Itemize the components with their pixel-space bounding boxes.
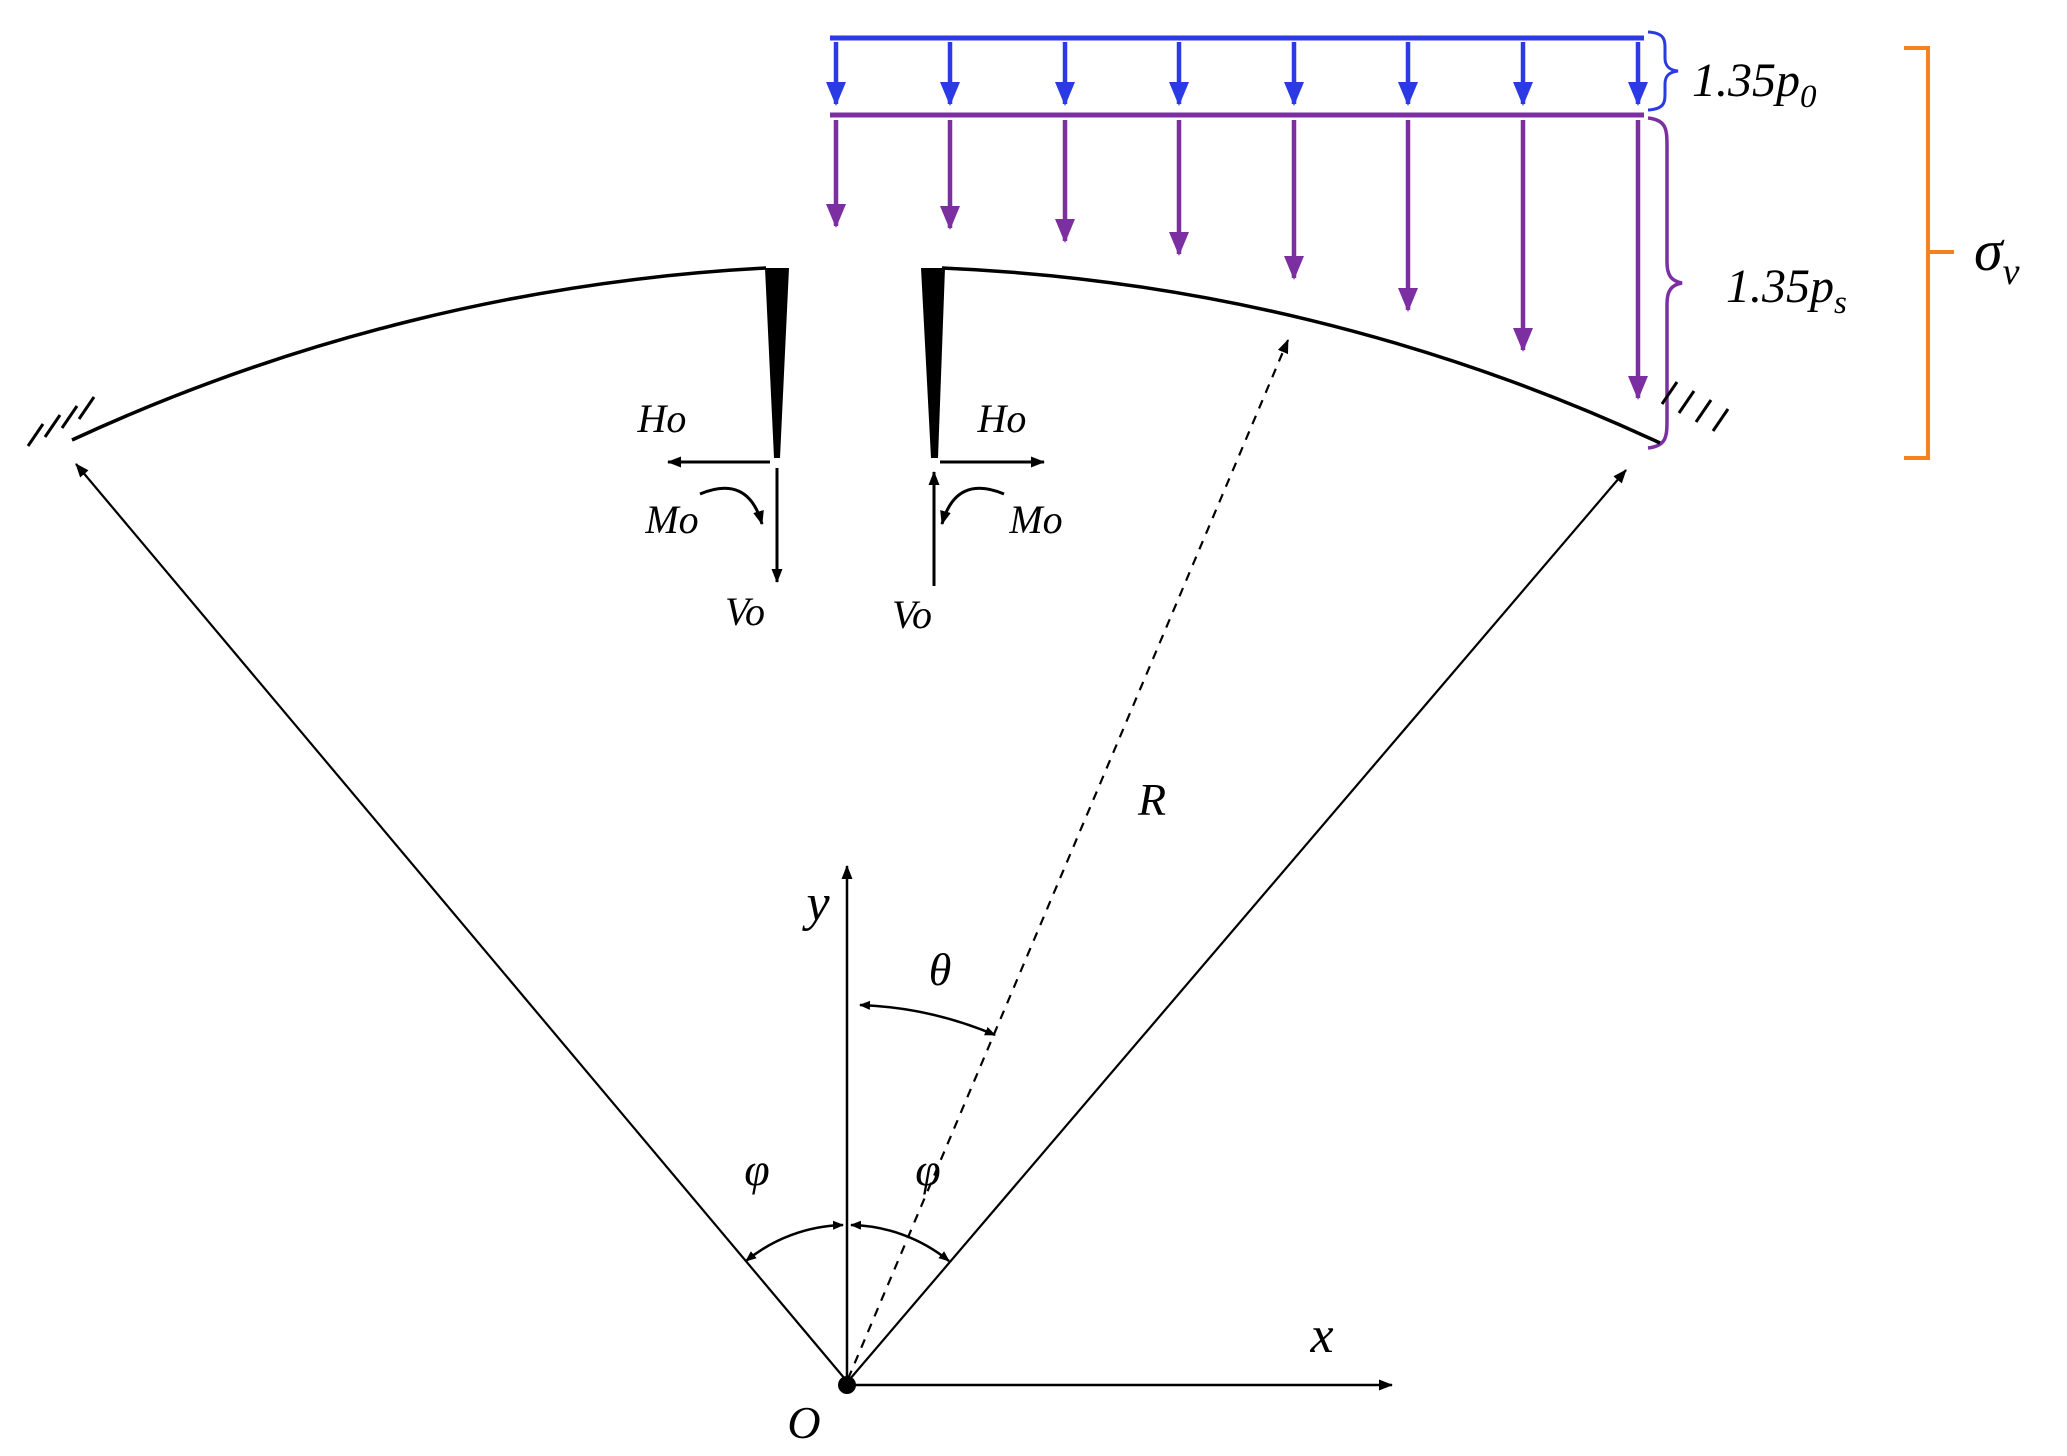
soil-load-group: 1.35ps <box>826 112 1847 450</box>
mo-left-label: Mo <box>644 497 698 542</box>
hatch-tick <box>43 414 62 438</box>
radius-label: R <box>1137 774 1166 825</box>
radius-line-right <box>849 469 1627 1380</box>
origin-dot <box>838 1376 856 1394</box>
ho-right-label: Ho <box>977 396 1027 441</box>
crown-cut-right <box>921 268 945 458</box>
surface-load-label: 1.35p0 <box>1692 54 1817 115</box>
mo-right-arrow <box>940 486 1005 525</box>
phi-right-label: φ <box>915 1144 940 1195</box>
hatch-tick <box>77 396 96 420</box>
support-right-hatch <box>1660 381 1730 432</box>
stress-bracket-group: σv <box>1904 46 2020 460</box>
phi-left-arc <box>745 1220 844 1262</box>
radius-lines-group: R <box>75 339 1627 1380</box>
phi-right-arc <box>850 1220 950 1262</box>
hatch-tick <box>1711 408 1730 432</box>
hatch-tick <box>1677 390 1696 414</box>
hatch-tick <box>1694 399 1713 423</box>
arch-left-segment <box>71 266 767 442</box>
stress-label: σv <box>1974 218 2020 293</box>
radius-r-line <box>846 339 1290 1380</box>
hatch-tick <box>1660 381 1679 405</box>
theta-label: θ <box>929 944 952 995</box>
soil-load-label: 1.35ps <box>1726 260 1847 321</box>
y-axis-label: y <box>801 875 830 932</box>
vo-left-label: Vo <box>725 589 765 634</box>
soil-load-brace <box>1647 116 1683 450</box>
phi-left-label: φ <box>744 1144 769 1195</box>
crown-forces-group: Ho Ho Mo Mo Vo Vo <box>637 396 1063 637</box>
x-axis-label: x <box>1309 1307 1333 1364</box>
arch-right-segment <box>941 266 1661 445</box>
stress-bracket <box>1904 46 1930 460</box>
hatch-tick <box>60 405 79 429</box>
arch-group <box>71 266 1661 458</box>
angles-group: θ φ φ <box>744 944 996 1262</box>
surface-load-group: 1.35p0 <box>826 30 1817 115</box>
hatch-tick <box>26 423 45 447</box>
radius-line-left <box>75 463 846 1380</box>
axes-group: y x O <box>787 865 1393 1448</box>
theta-arc <box>859 1000 996 1037</box>
crown-cut-left <box>765 268 789 458</box>
support-left-hatch <box>26 396 96 447</box>
vo-right-label: Vo <box>892 592 932 637</box>
ho-left-label: Ho <box>637 396 687 441</box>
surface-load-brace <box>1647 30 1679 112</box>
origin-label: O <box>787 1397 820 1448</box>
mo-right-label: Mo <box>1008 497 1062 542</box>
mo-left-arrow <box>699 486 764 525</box>
